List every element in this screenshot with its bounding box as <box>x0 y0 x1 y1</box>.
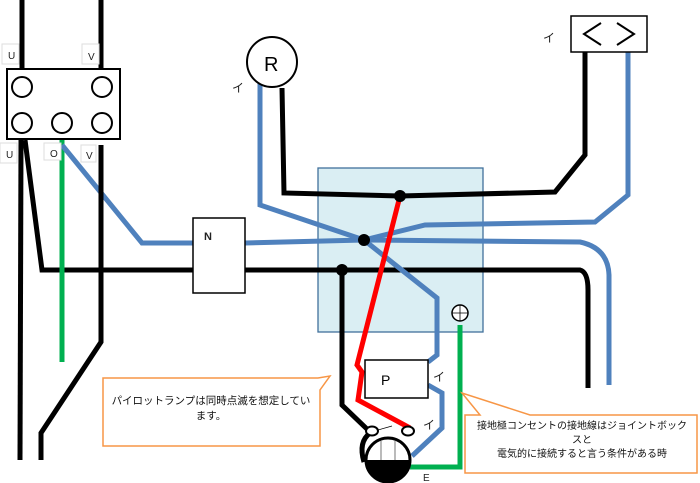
wire-u-to-n <box>22 139 193 273</box>
terminal-labels <box>0 43 100 164</box>
grounded-receptacle-icon <box>364 436 412 483</box>
callout-ground-line1: 接地極コンセントの接地線はジョイントボック <box>477 421 687 432</box>
mark-i-outlet: イ <box>543 31 555 45</box>
callout-ground-line2: スと <box>572 435 592 446</box>
mark-i-lamp: イ <box>232 81 244 95</box>
junction-dot <box>336 264 348 276</box>
pilot-label: P <box>381 372 390 388</box>
ground-label: E <box>423 473 430 483</box>
mark-i-pilot: イ <box>433 370 445 384</box>
label-u-bottom: U <box>6 150 13 161</box>
junction-dot <box>394 190 406 202</box>
junction-dot <box>358 234 370 246</box>
lamp-r <box>246 36 298 88</box>
neutral-box <box>192 217 246 294</box>
wire-u-down <box>17 139 24 461</box>
callout-pilot-shape <box>102 374 332 447</box>
callout-ground-line3: 電気的に接続すると言う条件がある時 <box>497 449 667 460</box>
mark-i-switch: イ <box>423 418 435 432</box>
callout-pilot-line1: パイロットランプは同時点滅を想定してい <box>111 395 311 407</box>
ground-terminal-icon <box>451 304 469 322</box>
callout-ground-shape <box>459 391 698 474</box>
callout-ground: 接地極コンセントの接地線はジョイントボック スと 電気的に接続すると言う条件があ… <box>467 420 697 462</box>
black-wire-n-jb <box>245 267 591 388</box>
red-wire <box>354 195 412 431</box>
black-wire-lamp <box>279 52 588 199</box>
terminal-block <box>6 68 121 140</box>
wire-v-down <box>38 145 104 460</box>
callout-pilot: パイロットランプは同時点滅を想定してい ます。 <box>105 394 317 424</box>
white-wire-n-jb <box>244 237 365 246</box>
label-v-bottom: V <box>86 151 93 162</box>
white-wire-right <box>363 237 612 385</box>
lamp-label: R <box>264 54 278 76</box>
white-wire-o <box>60 143 193 246</box>
label-o-bottom: O <box>50 149 58 160</box>
outlet-icon <box>570 15 648 53</box>
pilot-lamp-box <box>364 359 429 399</box>
black-wire-switch <box>339 270 370 432</box>
white-wire-switch <box>362 238 445 458</box>
switch-icon <box>365 425 415 437</box>
white-wire-outlet <box>363 52 631 243</box>
white-wire-lamp <box>257 83 365 243</box>
callout-pilot-line2: ます。 <box>195 410 227 422</box>
ground-wire-receptacle <box>410 325 463 470</box>
label-v-top: V <box>88 52 95 63</box>
label-u-top: U <box>8 51 15 62</box>
neutral-label: N <box>204 231 212 243</box>
